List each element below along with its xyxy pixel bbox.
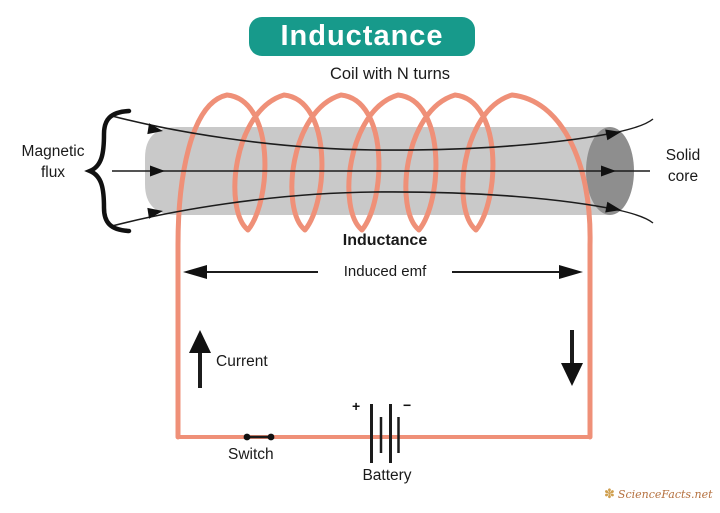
battery-symbol: [370, 404, 400, 463]
battery-minus-sign: −: [403, 397, 412, 413]
switch-symbol: [243, 433, 275, 441]
coil-turns-label: Coil with N turns: [329, 65, 451, 83]
flux-line-bottom: [111, 191, 619, 227]
flux-line-top: [111, 115, 619, 151]
watermark-text: ScienceFacts.net: [617, 488, 713, 501]
sciencefacts-watermark: ✽ ScienceFacts.net: [604, 487, 713, 502]
battery-label: Battery: [362, 467, 412, 484]
induced-emf-label: Induced emf: [320, 263, 450, 280]
magnetic-flux-label: Magnetic flux: [21, 143, 85, 181]
current-down-arrow: [561, 330, 583, 386]
switch-label: Switch: [228, 446, 274, 463]
current-label: Current: [216, 353, 268, 370]
page-title: Inductance: [280, 20, 444, 52]
solid-core-label: Solid core: [665, 147, 701, 185]
title-badge: Inductance: [249, 17, 475, 56]
flower-icon: ✽: [604, 487, 615, 502]
flux-line-top-tail: [617, 118, 654, 133]
flux-brace: [84, 108, 132, 234]
coil-winding: [175, 92, 593, 440]
flux-line-bottom-tail: [617, 209, 654, 224]
induced-emf-arrow: [183, 265, 583, 279]
battery-plus-sign: +: [352, 398, 361, 414]
inductance-label: Inductance: [342, 232, 428, 249]
current-up-arrow: [189, 330, 211, 388]
flux-arrowheads: [147, 123, 621, 219]
